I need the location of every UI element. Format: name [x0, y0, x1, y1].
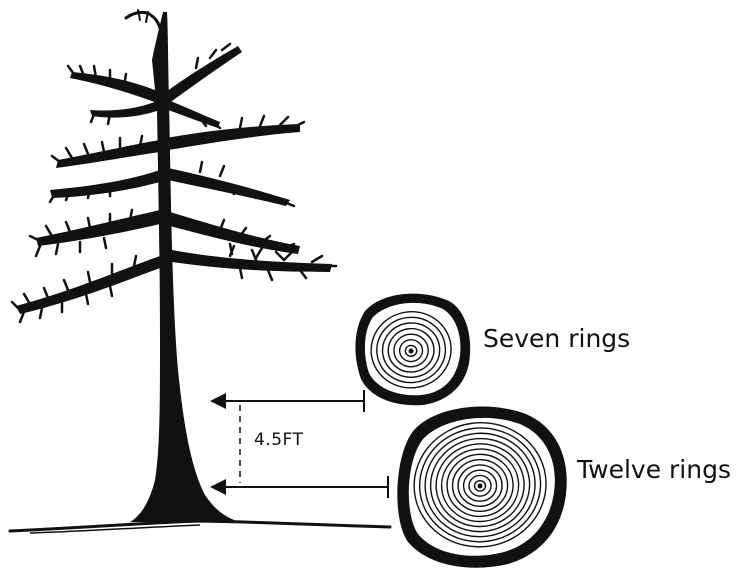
- pith-small: [409, 349, 414, 354]
- upper-arrow: [210, 390, 364, 412]
- ground: [10, 521, 390, 533]
- lower-arrow: [210, 476, 388, 498]
- twelve-rings-label: Twelve rings: [576, 455, 731, 484]
- cross-section-large: [397, 407, 566, 568]
- branches-tier-2: [50, 116, 304, 206]
- measurement-guides: 4.5FT: [210, 390, 388, 498]
- measurement-label: 4.5FT: [254, 430, 304, 450]
- cross-section-small: [355, 294, 470, 406]
- seven-rings-label: Seven rings: [483, 324, 630, 353]
- pith-large: [478, 484, 483, 489]
